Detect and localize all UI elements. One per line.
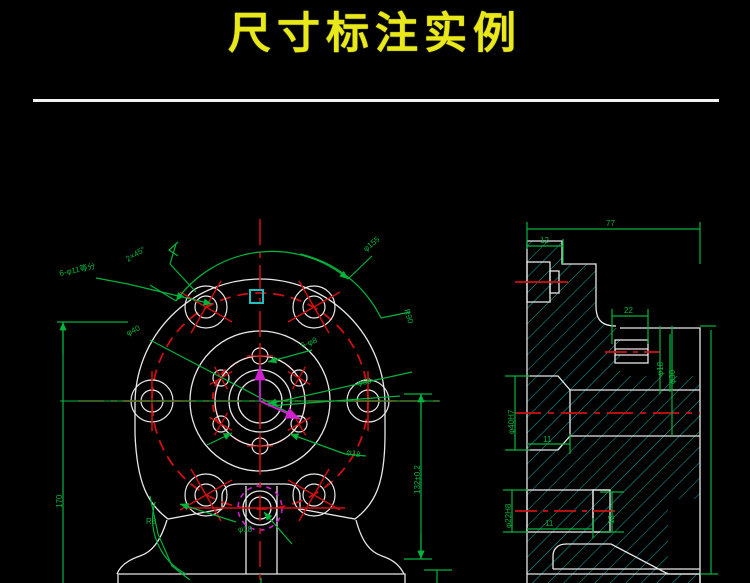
bolt-hole (292, 473, 336, 517)
front-view-lower-flanks (116, 519, 405, 575)
section-centerlines (515, 281, 700, 512)
front-view-dimension-layer[interactable] (57, 241, 452, 583)
title-divider (33, 99, 719, 102)
front-view[interactable] (57, 219, 452, 583)
dim-text-small-hole: 6-φ8 (300, 336, 319, 350)
section-view[interactable] (503, 222, 718, 583)
dim-text-right-height: 132±0.2 (413, 465, 422, 494)
page-title: 尺寸标注实例 (228, 9, 522, 59)
section-body-hatch (527, 241, 700, 583)
dim-text-base-height: 12 (607, 515, 616, 524)
dim-text-pitch-circle: φ68 (357, 376, 373, 388)
dim-text-rib-radius: R8 (146, 517, 157, 526)
highlighted-arc (211, 368, 227, 425)
dim-text-total-depth: 77 (606, 219, 615, 228)
cad-drawing-canvas[interactable]: 6-φ11等分 2×45° φ155 R90 φ40 φ68 6-φ8 φ18 … (0, 104, 750, 583)
dim-text-counterbore: 6-φ11等分 (58, 261, 96, 278)
front-view-base-plate (117, 573, 406, 583)
dim-text-bore-tolerance: φ40H7 (507, 409, 516, 434)
section-pocket (527, 543, 700, 575)
dim-text-inner-bore: φ40 (125, 323, 142, 338)
dim-text-lower-bore: φ22H8 (504, 503, 513, 528)
dim-text-outer-arc: R90 (402, 308, 415, 325)
section-dimension-layer[interactable] (503, 222, 718, 583)
dim-text-bore-lower: φ30 (668, 369, 677, 384)
selection-grip[interactable] (249, 289, 264, 304)
dim-text-boss-depth: 22 (624, 306, 633, 315)
dim-text-lower-boss-hole: φ18 (346, 447, 362, 459)
center-diameter-arrows (254, 366, 301, 420)
dim-text-boss-leader: φ18 (238, 525, 253, 534)
dim-text-bolt-circle: φ155 (362, 234, 382, 253)
small-hole (212, 369, 230, 387)
dim-text-step-depth: 11 (543, 435, 552, 444)
dim-text-lower-bore-depth: 11 (545, 519, 554, 528)
dim-text-left-height: 170 (55, 494, 64, 508)
dim-text-flange-thickness: 12 (540, 236, 549, 245)
small-hole (290, 369, 308, 387)
dim-text-chamfer: 2×45° (124, 245, 147, 264)
bolt-hole (184, 473, 228, 517)
front-view-boss-column (245, 486, 278, 574)
small-hole (212, 415, 230, 433)
dim-text-bore-upper: φ18 (656, 361, 665, 376)
